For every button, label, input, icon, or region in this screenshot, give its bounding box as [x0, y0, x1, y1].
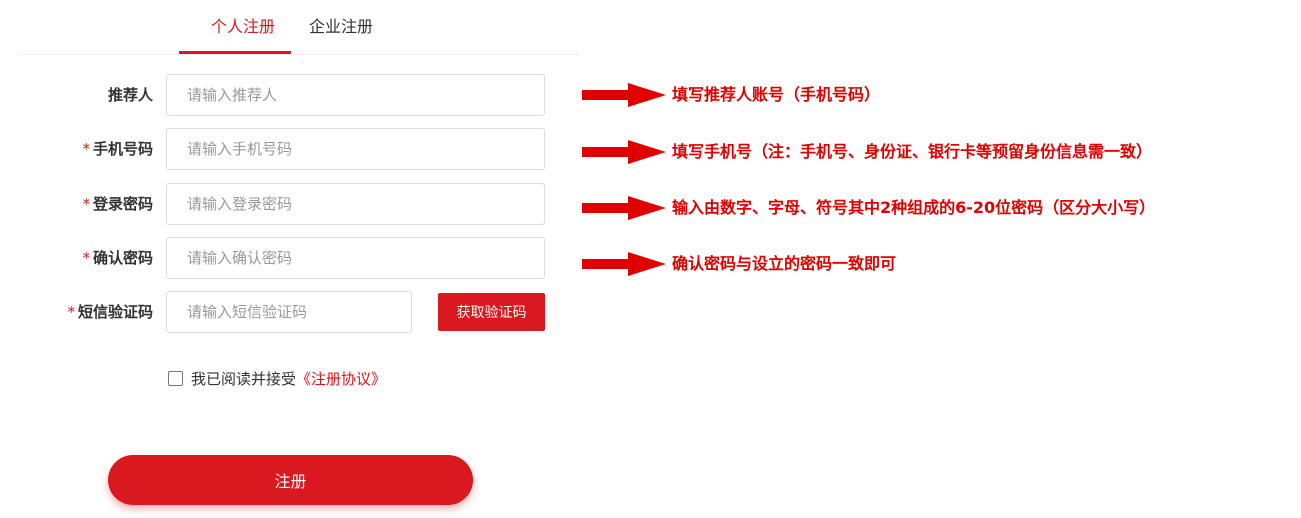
annotation-text: 确认密码与设立的密码一致即可: [672, 254, 897, 273]
confirm-password-label: *确认密码: [82, 249, 153, 267]
phone-label: *手机号码: [82, 140, 153, 158]
agreement-checkbox[interactable]: [168, 371, 183, 386]
required-mark: *: [67, 303, 75, 321]
register-button[interactable]: 注册: [108, 455, 473, 505]
tab-enterprise-registration[interactable]: 企业注册: [309, 17, 374, 36]
password-label: *登录密码: [82, 195, 153, 213]
sms-code-label: *短信验证码: [67, 303, 153, 321]
referrer-input[interactable]: [166, 74, 545, 116]
agreement-row: 我已阅读并接受《注册协议》: [168, 368, 386, 390]
phone-input[interactable]: [166, 128, 545, 170]
annotation-text: 填写手机号（注：手机号、身份证、银行卡等预留身份信息需一致）: [672, 142, 1153, 161]
get-code-button[interactable]: 获取验证码: [438, 293, 545, 331]
required-mark: *: [82, 195, 90, 213]
arrow-right-icon: [582, 196, 666, 220]
registration-tabs: 个人注册 企业注册: [18, 0, 580, 55]
confirm-password-input[interactable]: [166, 237, 545, 279]
required-mark: *: [82, 140, 90, 158]
referrer-label: 推荐人: [107, 86, 153, 104]
sms-code-input[interactable]: [166, 291, 412, 333]
required-mark: *: [82, 249, 90, 267]
arrow-right-icon: [582, 140, 666, 164]
active-tab-indicator: [179, 51, 291, 54]
agreement-text: 我已阅读并接受: [191, 370, 297, 388]
annotation-text: 填写推荐人账号（手机号码）: [672, 85, 881, 104]
arrow-right-icon: [582, 252, 666, 276]
arrow-right-icon: [582, 83, 666, 107]
tab-personal-registration[interactable]: 个人注册: [210, 17, 275, 36]
password-input[interactable]: [166, 183, 545, 225]
annotation-text: 输入由数字、字母、符号其中2种组成的6-20位密码（区分大小写）: [672, 198, 1156, 217]
agreement-link[interactable]: 《注册协议》: [296, 370, 387, 388]
